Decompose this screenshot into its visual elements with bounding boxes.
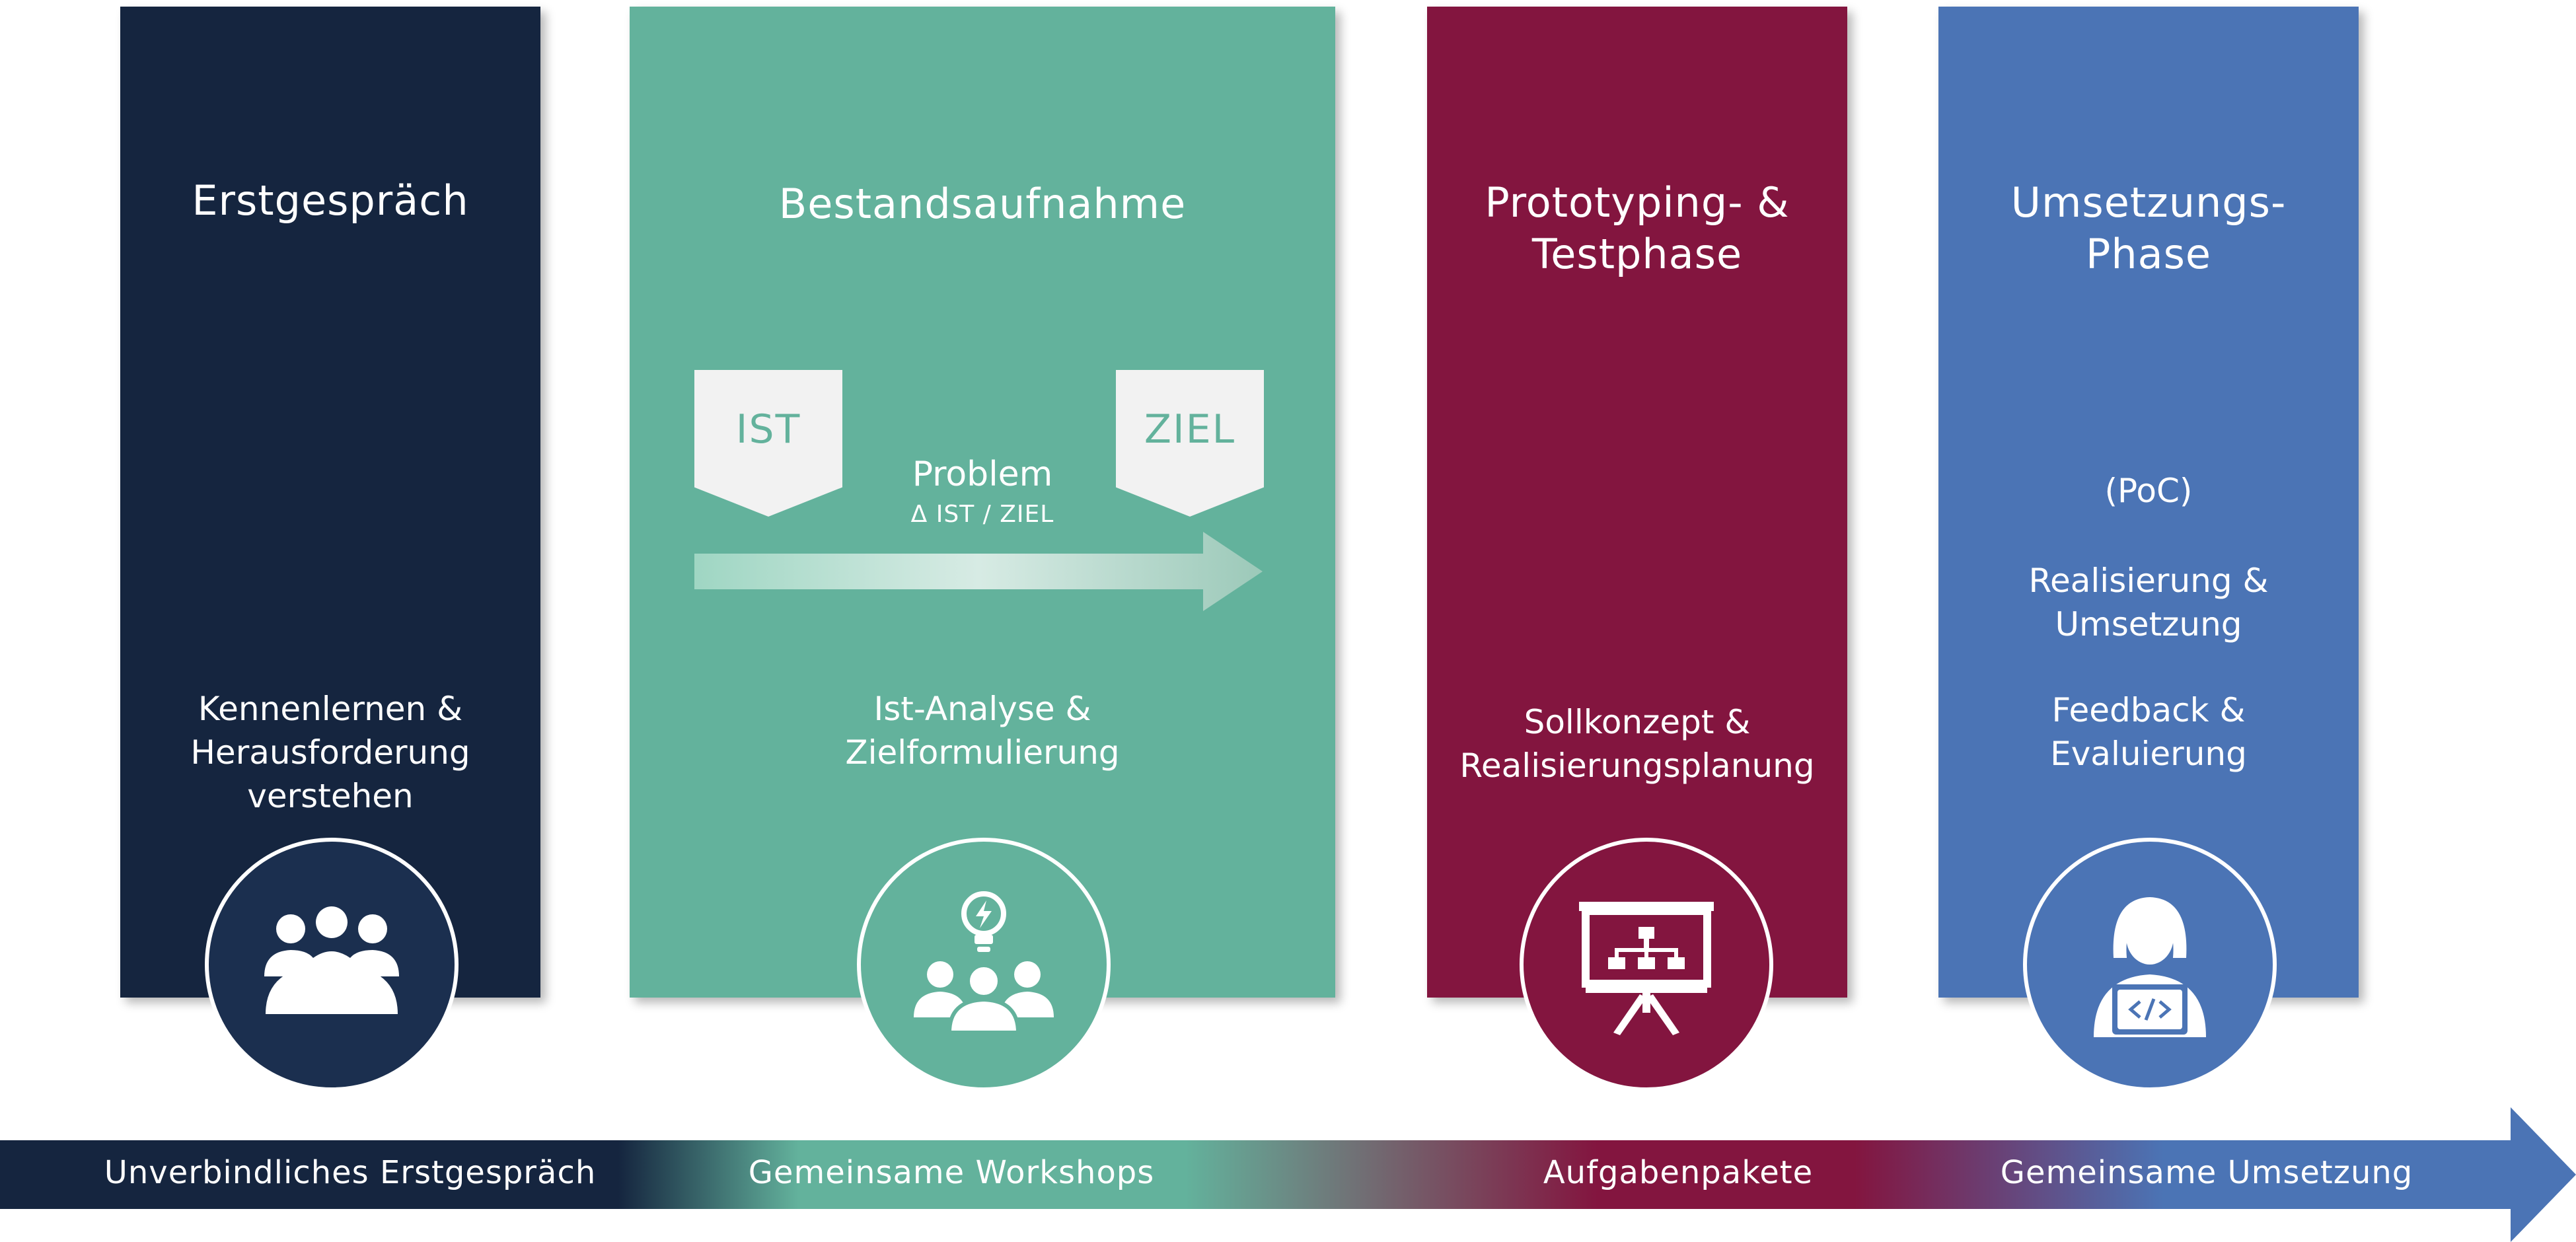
desc-line: Realisierungsplanung: [1459, 747, 1815, 785]
desc-line: Umsetzung: [2055, 605, 2242, 643]
problem-sublabel: Δ IST / ZIEL: [910, 501, 1054, 528]
desc-line: Ist-Analyse &: [873, 690, 1091, 728]
phase-description: Ist-Analyse & Zielformulierung: [630, 687, 1335, 774]
phase-description: Sollkonzept & Realisierungsplanung: [1427, 700, 1847, 787]
desc-line: Sollkonzept &: [1524, 703, 1751, 741]
developer-laptop-icon: [2023, 838, 2277, 1091]
desc-line: Zielformulierung: [845, 733, 1120, 772]
title-line: Phase: [2085, 230, 2212, 278]
timeline-label-erstgespraech: Unverbindliches Erstgespräch: [104, 1154, 597, 1191]
timeline-label-aufgabenpakete: Aufgabenpakete: [1543, 1154, 1814, 1191]
ziel-tag-label: ZIEL: [1144, 406, 1236, 453]
desc-line: Herausforderung: [190, 733, 470, 772]
presentation-board-icon: [1520, 838, 1773, 1091]
ist-tag-label: IST: [735, 406, 801, 453]
phase-column-umsetzung: Umsetzungs- Phase (PoC) Realisierung & U…: [1938, 7, 2359, 998]
phase-description: Kennenlernen & Herausforderung verstehen: [120, 687, 540, 818]
title-line: Umsetzungs-: [2010, 178, 2287, 227]
ziel-tag: ZIEL: [1116, 370, 1264, 517]
timeline-label-workshops: Gemeinsame Workshops: [748, 1154, 1155, 1191]
title-line: Testphase: [1531, 230, 1743, 278]
phase-title: Bestandsaufnahme: [778, 180, 1187, 228]
phase-column-bestandsaufnahme: Bestandsaufnahme IST ZIEL Problem Δ IST …: [630, 7, 1335, 998]
desc-line: Evaluierung: [2050, 735, 2247, 773]
phase-column-erstgespraech: Erstgespräch Kennenlernen & Herausforder…: [120, 7, 540, 998]
phase-description-secondary: Feedback & Evaluierung: [1938, 688, 2359, 776]
phase-title: Umsetzungs- Phase: [1938, 177, 2359, 280]
phase-description: Realisierung & Umsetzung: [1938, 559, 2359, 646]
desc-line: Feedback &: [2051, 691, 2246, 729]
poc-label: (PoC): [2104, 472, 2193, 510]
problem-label: Problem: [912, 455, 1053, 494]
phase-title: Erstgespräch: [192, 176, 469, 225]
ist-ziel-arrow: [694, 532, 1263, 611]
workshop-idea-icon: [857, 838, 1111, 1091]
desc-line: verstehen: [247, 777, 414, 815]
meeting-group-icon: [205, 838, 459, 1091]
desc-line: Kennenlernen &: [198, 690, 463, 728]
timeline-arrow: [0, 1107, 2576, 1242]
phase-column-prototyping: Prototyping- & Testphase Sollkonzept & R…: [1427, 7, 1847, 998]
title-line: Prototyping- &: [1485, 178, 1790, 227]
phase-title: Prototyping- & Testphase: [1427, 177, 1847, 280]
ist-tag: IST: [694, 370, 842, 517]
timeline-label-umsetzung: Gemeinsame Umsetzung: [2000, 1154, 2413, 1191]
desc-line: Realisierung &: [2028, 562, 2269, 600]
